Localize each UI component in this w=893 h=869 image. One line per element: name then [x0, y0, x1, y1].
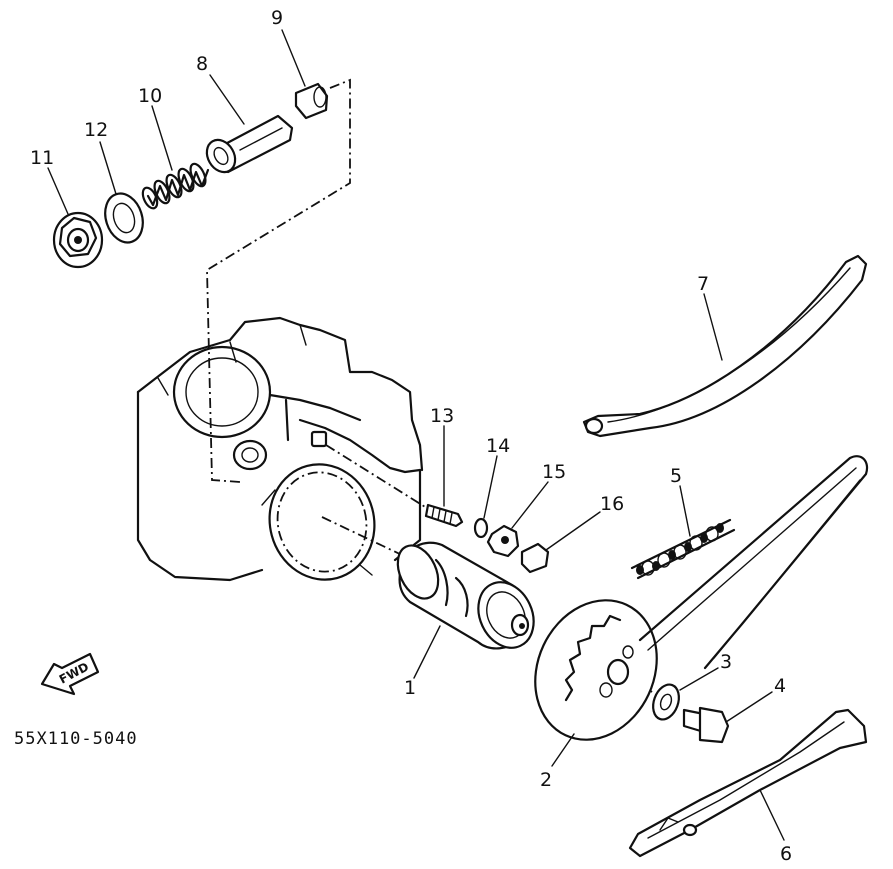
cam-chain-loop	[638, 455, 869, 670]
part-3-washer	[652, 683, 680, 721]
callout-numbers: 9 8 10 12 11 13 14 15 16 7 5 1 2 3 4 6	[30, 7, 792, 865]
part-2-cam-sprocket	[534, 599, 658, 741]
fwd-direction-arrow: FWD	[40, 652, 100, 696]
callout-2: 2	[540, 769, 552, 791]
callout-9: 9	[271, 7, 283, 29]
part-11-flange-nut	[52, 211, 104, 269]
part-16-cap-nut	[520, 542, 550, 574]
callout-6: 6	[780, 843, 792, 865]
callout-15: 15	[542, 461, 566, 483]
part-8-sleeve	[205, 114, 294, 174]
part-code: 55X110-5040	[14, 729, 138, 749]
part-5-cam-chain	[630, 518, 736, 580]
cylinder-head-outline	[136, 316, 424, 582]
part-9-cap	[294, 82, 329, 120]
part-12-washer	[104, 192, 144, 244]
callout-7: 7	[697, 273, 709, 295]
part-14-o-ring	[473, 517, 489, 539]
callout-16: 16	[600, 493, 624, 515]
callout-11: 11	[30, 147, 54, 169]
callout-10: 10	[138, 85, 162, 107]
part-7-chain-guide	[582, 254, 868, 438]
part-13-stud-bolt	[424, 503, 464, 528]
callout-3: 3	[720, 651, 732, 673]
part-15-nut	[486, 524, 520, 558]
part-10-spring	[141, 162, 210, 210]
callout-5: 5	[670, 465, 682, 487]
callout-12: 12	[84, 119, 108, 141]
callout-1: 1	[404, 677, 416, 699]
part-1-camshaft	[396, 541, 535, 650]
callout-14: 14	[486, 435, 510, 457]
part-4-bolt	[682, 706, 730, 744]
callout-13: 13	[430, 405, 454, 427]
callout-leader-lines	[47, 29, 785, 841]
part-6-chain-damper	[628, 708, 868, 858]
callout-8: 8	[196, 53, 208, 75]
callout-4: 4	[774, 675, 786, 697]
